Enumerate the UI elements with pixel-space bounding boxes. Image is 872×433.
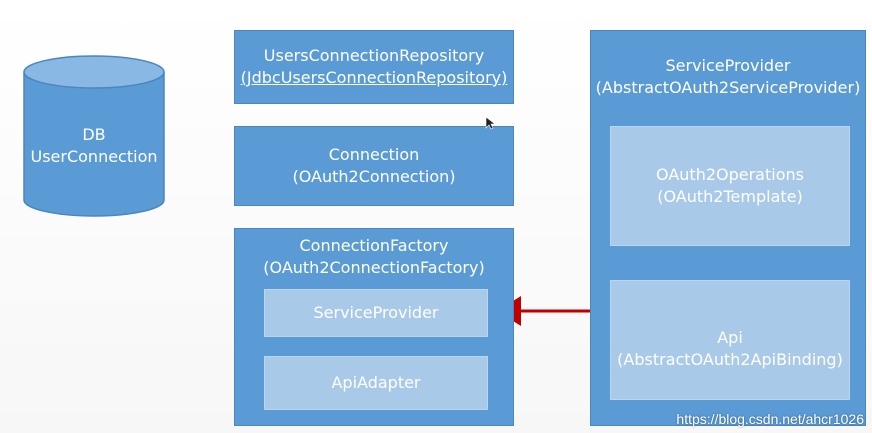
api-box: Api (AbstractOAuth2ApiBinding)	[610, 280, 850, 400]
api-adapter-box: ApiAdapter	[264, 356, 488, 410]
database-cylinder	[23, 55, 165, 217]
api-adapter-label: ApiAdapter	[331, 373, 421, 392]
database-title: DB	[82, 125, 106, 144]
database-label: DB UserConnection	[24, 124, 164, 168]
users-connection-repository-impl: (JdbcUsersConnectionRepository)	[240, 68, 508, 87]
connection-factory-impl: (OAuth2ConnectionFactory)	[263, 258, 485, 277]
oauth2-operations-impl: (OAuth2Template)	[657, 187, 803, 206]
api-impl: (AbstractOAuth2ApiBinding)	[617, 350, 843, 369]
connection-title: Connection	[328, 145, 420, 164]
oauth2-operations-box: OAuth2Operations (OAuth2Template)	[610, 126, 850, 246]
connection-impl: (OAuth2Connection)	[292, 167, 456, 186]
factory-service-provider-box: ServiceProvider	[264, 289, 488, 337]
watermark-text: https://blog.csdn.net/ahcr1026	[676, 411, 864, 427]
service-provider-impl: (AbstractOAuth2ServiceProvider)	[595, 78, 861, 97]
api-title: Api	[717, 328, 743, 347]
service-provider-title: ServiceProvider	[665, 56, 791, 75]
oauth2-operations-title: OAuth2Operations	[656, 165, 804, 184]
users-connection-repository-box: UsersConnectionRepository (JdbcUsersConn…	[234, 30, 514, 104]
database-name: UserConnection	[30, 147, 158, 166]
factory-service-provider-label: ServiceProvider	[313, 303, 439, 322]
users-connection-repository-title: UsersConnectionRepository	[263, 46, 485, 65]
connection-factory-title: ConnectionFactory	[299, 236, 449, 255]
mouse-cursor-icon	[485, 116, 496, 130]
connection-box: Connection (OAuth2Connection)	[234, 126, 514, 206]
